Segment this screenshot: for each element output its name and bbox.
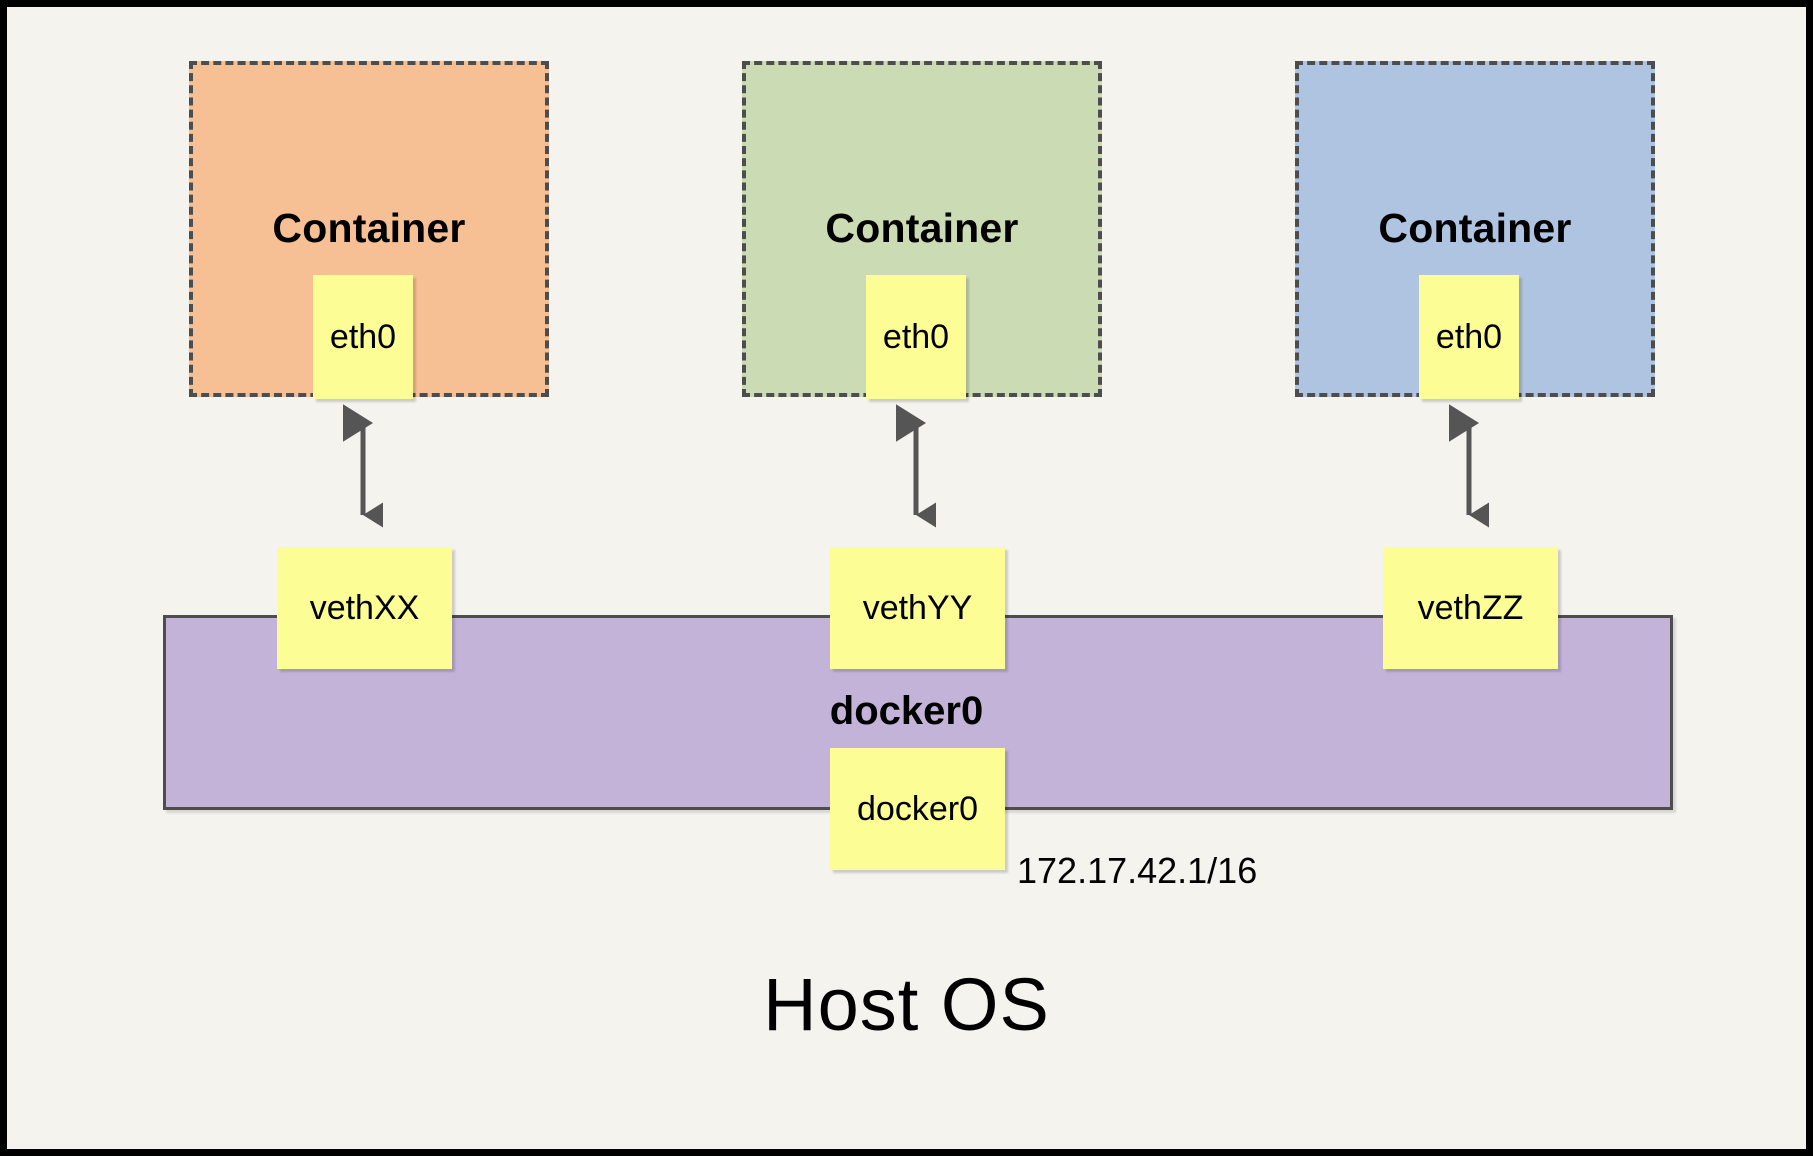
docker0-interface-label: docker0: [857, 789, 978, 828]
container-1-eth0-label: eth0: [329, 317, 397, 356]
container-1-title: Container: [272, 205, 466, 251]
veth-link-arrow-1: [343, 398, 383, 540]
diagram-stage: Container eth0 Container eth0 Container …: [7, 7, 1806, 1149]
container-2-eth0-box: eth0: [866, 275, 966, 399]
container-2-title: Container: [825, 205, 1019, 251]
veth-box-1-label: vethXX: [309, 588, 420, 627]
container-3-title: Container: [1378, 205, 1572, 251]
veth-box-2: vethYY: [830, 547, 1005, 669]
veth-box-1: vethXX: [277, 547, 452, 669]
veth-box-3-label: vethZZ: [1417, 588, 1524, 627]
veth-box-3: vethZZ: [1383, 547, 1558, 669]
docker0-interface-box: docker0: [830, 748, 1005, 870]
veth-box-2-label: vethYY: [862, 588, 973, 627]
container-3-eth0-label: eth0: [1435, 317, 1503, 356]
veth-link-arrow-3: [1449, 398, 1489, 540]
container-1-eth0-box: eth0: [313, 275, 413, 399]
docker0-ip-label: 172.17.42.1/16: [1017, 850, 1258, 891]
host-os-title: Host OS: [763, 963, 1050, 1046]
docker0-bridge-label: docker0: [829, 689, 984, 733]
container-2-eth0-label: eth0: [882, 317, 950, 356]
veth-link-arrow-2: [896, 398, 936, 540]
container-3-eth0-box: eth0: [1419, 275, 1519, 399]
